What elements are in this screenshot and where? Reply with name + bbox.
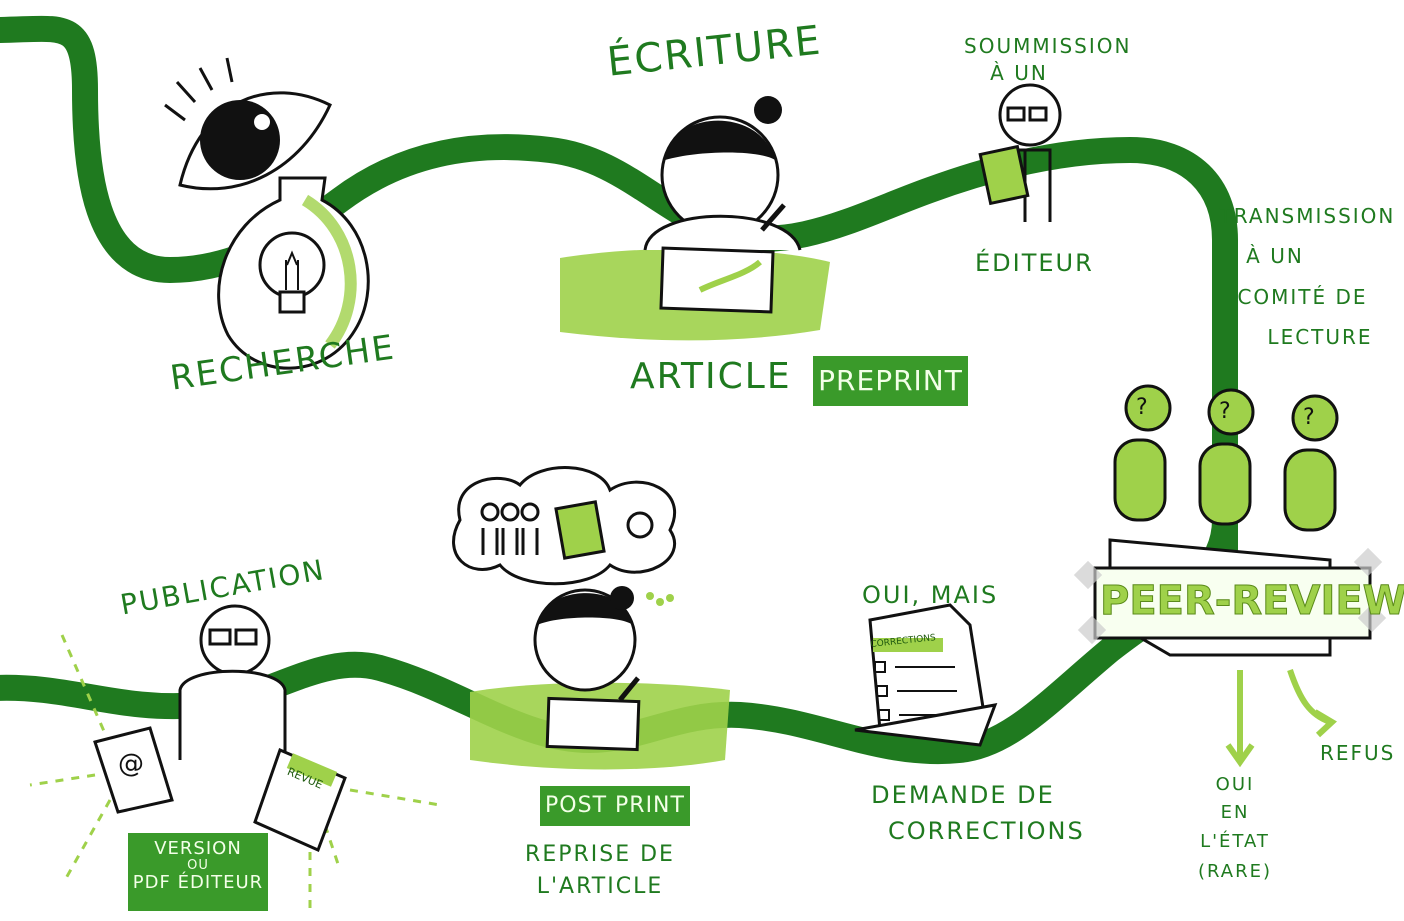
outcome-oui-1: OUI [1215,774,1255,795]
step-demande-2: CORRECTIONS [888,817,1085,845]
tag-version-line3: PDF ÉDITEUR [132,872,264,894]
writer-icon-bottom [470,586,730,770]
reviewer-question-1: ? [1136,395,1150,420]
step-oui-mais: OUI, MAIS [862,581,999,609]
eye-icon [164,57,332,191]
step-article: ARTICLE [630,356,792,397]
peer-review-title: PEER-REVIEW [1100,578,1404,625]
step-transmission-1: TRANSMISSION [1219,204,1396,228]
tag-version-line1: VERSION [154,838,242,859]
tag-post-print: POST PRINT [540,786,690,826]
at-sign-icon: @ [118,749,144,779]
step-transmission-4: LECTURE [1267,325,1373,349]
peer-review-banner [1073,538,1387,657]
step-reprise-1: REPRISE DE [525,842,675,867]
reviewer-question-2: ? [1219,399,1233,424]
journal-icon [253,747,347,853]
tag-preprint: PREPRINT [813,356,968,406]
step-editeur: ÉDITEUR [975,249,1094,277]
editor-icon [978,83,1062,222]
outcome-oui-4: (RARE) [1197,861,1272,882]
reviewer-question-3: ? [1303,405,1317,430]
writer-icon [560,96,830,341]
outcome-refus: REFUS [1320,741,1396,765]
reviewer-icon [1113,384,1339,532]
tag-version-line2: OU [187,857,209,873]
outcome-oui-2: EN [1220,802,1250,823]
document-icon-at [93,726,174,814]
thought-bubble-icon [452,466,677,606]
arrow-icon [1225,669,1337,768]
step-demande-1: DEMANDE DE [871,781,1055,809]
lightbulb-icon [217,176,370,370]
step-soumission-1: SOUMMISSION [964,34,1132,58]
step-soumission-2: À UN [990,61,1048,85]
editor-icon-bottom [178,604,287,760]
outcome-oui-3: L'ÉTAT [1200,831,1270,852]
step-transmission-2: À UN [1246,244,1304,268]
tag-version: VERSION OU PDF ÉDITEUR [128,833,268,911]
step-reprise-2: L'ARTICLE [536,874,664,899]
step-transmission-3: COMITÉ DE [1237,285,1368,309]
arrow-icon [29,634,441,915]
document-icon [854,603,998,747]
